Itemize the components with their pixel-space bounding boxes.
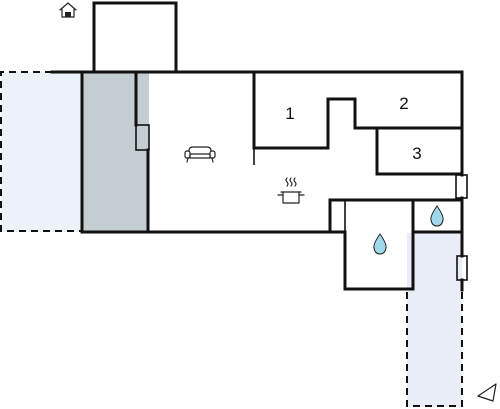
- room-1-label: 1: [285, 104, 294, 123]
- compass-arrow-icon: [477, 383, 497, 402]
- interior-walls: [135, 70, 468, 281]
- room-2-label: 2: [399, 94, 408, 113]
- terrace-left: [0, 71, 82, 232]
- terrace-bottom-right: [406, 233, 463, 407]
- cooking-pot-icon: [277, 177, 305, 204]
- water-drop-icon: [373, 233, 387, 255]
- covered-terrace: [82, 72, 149, 232]
- water-drop-small-icon: [430, 205, 444, 227]
- sofa-icon: [184, 146, 216, 163]
- house-icon: [59, 2, 77, 18]
- room-3-label: 3: [412, 144, 421, 163]
- walls: [50, 1, 464, 292]
